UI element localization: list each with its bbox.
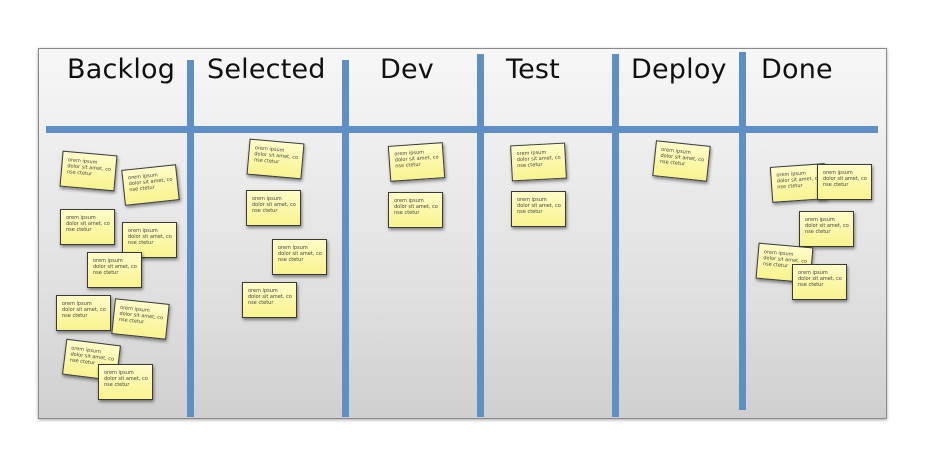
sticky-note[interactable]: orem ipsum dolor sit amet, co nse ctetur (652, 140, 711, 182)
sticky-note[interactable]: orem ipsum dolor sit amet, co nse ctetur (799, 211, 854, 247)
column-divider-backlog-selected (187, 60, 194, 417)
sticky-note[interactable]: orem ipsum dolor sit amet, co nse ctetur (388, 192, 443, 228)
sticky-note[interactable]: orem ipsum dolor sit amet, co nse ctetur (511, 191, 566, 227)
column-title-deploy: Deploy (631, 54, 727, 85)
sticky-note[interactable]: orem ipsum dolor sit amet, co nse ctetur (242, 282, 297, 318)
sticky-note[interactable]: orem ipsum dolor sit amet, co nse ctetur (246, 138, 305, 180)
column-title-test: Test (506, 54, 560, 85)
sticky-note[interactable]: orem ipsum dolor sit amet, co nse ctetur (510, 142, 567, 182)
sticky-note[interactable]: orem ipsum dolor sit amet, co nse ctetur (817, 164, 872, 200)
sticky-note[interactable]: orem ipsum dolor sit amet, co nse ctetur (111, 298, 170, 340)
sticky-note[interactable]: orem ipsum dolor sit amet, co nse ctetur (121, 164, 180, 206)
column-title-dev: Dev (380, 54, 434, 85)
column-title-done: Done (761, 54, 833, 85)
sticky-note[interactable]: orem ipsum dolor sit amet, co nse ctetur (60, 209, 115, 245)
sticky-note[interactable]: orem ipsum dolor sit amet, co nse ctetur (56, 295, 111, 331)
sticky-note[interactable]: orem ipsum dolor sit amet, co nse ctetur (792, 264, 847, 300)
column-title-backlog: Backlog (67, 54, 176, 85)
sticky-note[interactable]: orem ipsum dolor sit amet, co nse ctetur (272, 239, 327, 275)
column-divider-deploy-done (739, 52, 746, 410)
sticky-note[interactable]: orem ipsum dolor sit amet, co nse ctetur (59, 150, 118, 192)
column-divider-test-deploy (612, 54, 619, 417)
column-title-selected: Selected (207, 54, 326, 85)
header-divider (46, 126, 878, 133)
sticky-note[interactable]: orem ipsum dolor sit amet, co nse ctetur (387, 142, 446, 182)
sticky-note[interactable]: orem ipsum dolor sit amet, co nse ctetur (246, 190, 301, 226)
sticky-note[interactable]: orem ipsum dolor sit amet, co nse ctetur (87, 252, 142, 288)
column-divider-dev-test (477, 54, 484, 417)
column-divider-selected-dev (342, 60, 349, 417)
sticky-note[interactable]: orem ipsum dolor sit amet, co nse ctetur (98, 364, 153, 400)
